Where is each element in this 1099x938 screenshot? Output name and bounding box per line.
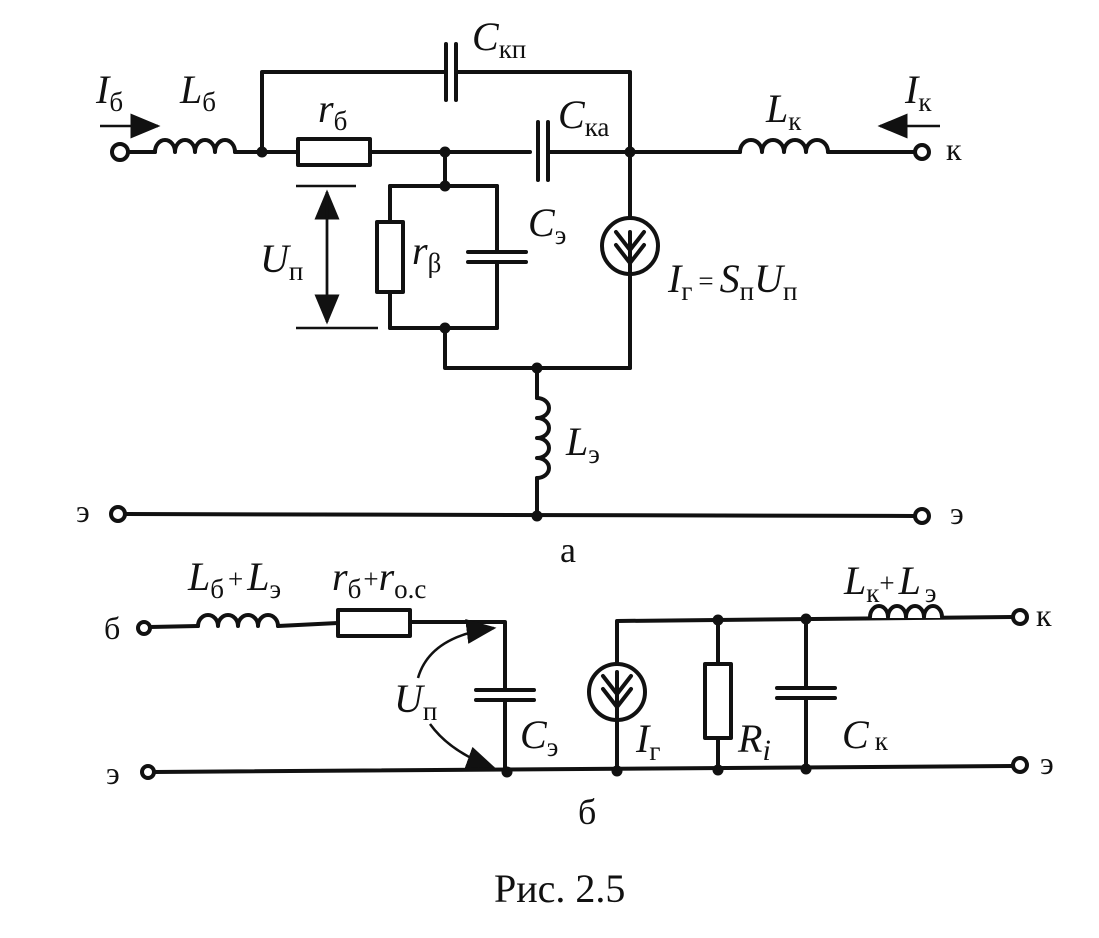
label-c-e-b: Cэ bbox=[520, 712, 558, 762]
label-u-p-a: Uп bbox=[260, 236, 303, 286]
caption-a: а bbox=[560, 530, 576, 570]
label-series-r-b: rб+rо.с bbox=[332, 554, 426, 604]
terminal-b-b bbox=[136, 620, 152, 636]
series-inductor-b bbox=[196, 613, 280, 628]
label-generator-a: Iг=SпUп bbox=[667, 256, 797, 306]
r-beta-resistor bbox=[375, 220, 405, 294]
terminal-label-k-a: к bbox=[946, 131, 962, 167]
base-inductor bbox=[153, 138, 237, 154]
figure-caption: Рис. 2.5 bbox=[494, 866, 625, 911]
series-resistor-b bbox=[336, 608, 412, 638]
voltage-arrow-top bbox=[416, 619, 497, 679]
label-generator-b: Iг bbox=[635, 716, 660, 766]
terminal-e-right-a bbox=[913, 507, 931, 525]
terminal-label-e-left-b: э bbox=[106, 755, 120, 791]
emitter-inductor bbox=[535, 396, 551, 480]
caption-b: б bbox=[578, 792, 596, 832]
label-l-e: Lэ bbox=[565, 419, 600, 469]
current-source-arrow-b bbox=[601, 670, 633, 722]
resistor-ri bbox=[703, 662, 733, 740]
terminal-label-b-b: б bbox=[104, 610, 120, 646]
base-resistor bbox=[296, 137, 372, 167]
terminal-label-k-b: к bbox=[1036, 597, 1052, 633]
terminal-k bbox=[913, 143, 931, 161]
terminal-label-e-right-a: э bbox=[950, 495, 964, 531]
label-ri: Ri bbox=[737, 716, 771, 767]
label-l-b: Lб bbox=[179, 67, 216, 117]
terminal-b-input bbox=[110, 142, 130, 162]
voltage-arrow-bottom bbox=[428, 723, 497, 771]
terminal-e-left-a bbox=[109, 505, 127, 523]
label-l-k: Lк bbox=[765, 86, 802, 136]
current-source-arrow-a bbox=[614, 230, 646, 276]
label-r-beta: rβ bbox=[412, 228, 441, 278]
label-u-p-b: Uп bbox=[394, 676, 437, 726]
terminal-k-b bbox=[1011, 608, 1029, 626]
label-i-k: Iк bbox=[904, 67, 932, 117]
terminal-label-e-left-a: э bbox=[76, 493, 90, 529]
label-c-kp: Cкп bbox=[472, 14, 526, 64]
label-i-b: Iб bbox=[95, 67, 123, 117]
label-c-e-a: Cэ bbox=[528, 200, 566, 250]
label-c-ka: Cка bbox=[558, 92, 609, 142]
series-inductor-out-b bbox=[868, 604, 944, 619]
label-series-l-b: Lб+Lэ bbox=[187, 554, 281, 604]
terminal-label-e-right-b: э bbox=[1040, 745, 1054, 781]
diagram-a: Iб Lб rб Cкп Cка Lк Iк к Uп rβ Cэ Iг=SпU… bbox=[76, 14, 964, 570]
terminal-e-right-b bbox=[1011, 756, 1029, 774]
label-r-b: rб bbox=[318, 86, 347, 136]
collector-inductor bbox=[738, 138, 830, 154]
